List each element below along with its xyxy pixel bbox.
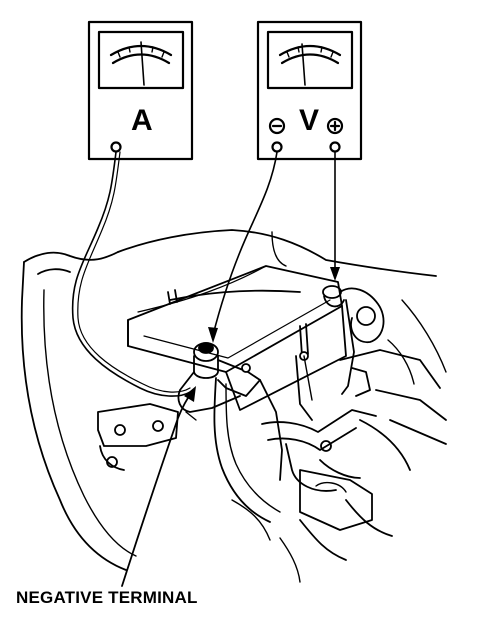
voltmeter-body — [256, 20, 363, 161]
voltmeter: V — [256, 20, 363, 161]
positive-symbol-icon — [326, 117, 344, 135]
engine-bay — [20, 229, 447, 583]
ammeter-terminal — [110, 141, 122, 153]
battery-positive-terminal — [322, 285, 415, 397]
voltmeter-negative-lead — [212, 151, 278, 336]
voltmeter-dial — [266, 30, 354, 90]
voltmeter-positive-terminal — [329, 141, 341, 153]
ammeter-dial — [97, 30, 185, 90]
negative-symbol-icon — [268, 117, 286, 135]
ammeter-letter: A — [131, 104, 153, 137]
battery — [127, 265, 343, 373]
ammeter: A — [87, 20, 194, 161]
ammeter-needle — [140, 41, 145, 86]
test-leads — [71, 151, 340, 397]
ammeter-body — [87, 20, 194, 161]
voltmeter-needle — [301, 43, 306, 86]
voltmeter-negative-terminal — [271, 141, 283, 153]
callout-leader — [121, 386, 196, 587]
negative-terminal-label: NEGATIVE TERMINAL — [16, 588, 198, 607]
battery-negative-terminal — [177, 342, 261, 421]
ammeter-lead — [71, 151, 191, 397]
voltmeter-letter: V — [299, 104, 319, 137]
